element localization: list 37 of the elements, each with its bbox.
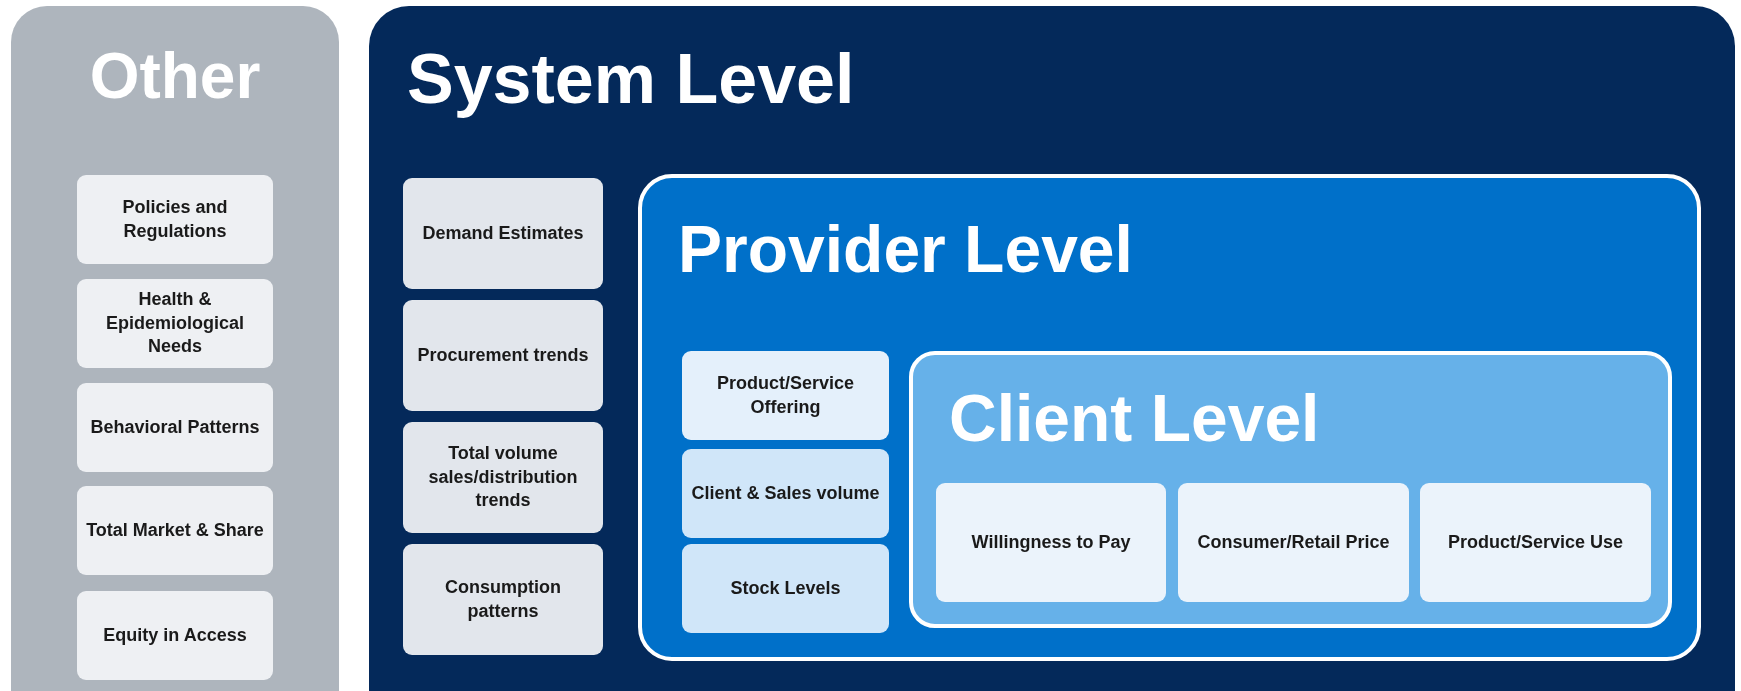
card-label: Procurement trends bbox=[416, 343, 590, 367]
level-panel bbox=[369, 6, 1735, 691]
panel-title: Other bbox=[88, 44, 262, 108]
card-label: Equity in Access bbox=[102, 623, 248, 647]
category-card bbox=[403, 544, 603, 655]
category-card bbox=[77, 383, 273, 472]
category-card bbox=[403, 300, 603, 411]
card-label: Client & Sales volume bbox=[690, 481, 881, 505]
card-label: Stock Levels bbox=[729, 576, 842, 600]
category-card bbox=[682, 351, 889, 440]
category-card bbox=[77, 279, 273, 368]
category-card bbox=[936, 483, 1166, 602]
category-card bbox=[77, 175, 273, 264]
category-card bbox=[403, 178, 603, 289]
card-label: Demand Estimates bbox=[421, 221, 585, 245]
card-label: Product/Service Use bbox=[1446, 530, 1625, 554]
card-label: Product/Service Offering bbox=[715, 372, 856, 419]
card-label: Consumer/Retail Price bbox=[1196, 530, 1391, 554]
category-card bbox=[403, 422, 603, 533]
card-label: Total volume sales/distribution trends bbox=[427, 442, 579, 513]
category-card bbox=[1178, 483, 1409, 602]
category-card bbox=[1420, 483, 1651, 602]
panel-title: Provider Level bbox=[678, 216, 1133, 282]
category-card bbox=[682, 449, 889, 538]
category-card bbox=[682, 544, 889, 633]
card-label: Consumption patterns bbox=[444, 576, 562, 623]
card-label: Policies and Regulations bbox=[121, 196, 229, 243]
card-label: Health & Epidemiological Needs bbox=[105, 288, 245, 359]
card-label: Willingness to Pay bbox=[970, 530, 1132, 554]
card-label: Behavioral Patterns bbox=[89, 415, 261, 439]
category-card bbox=[77, 591, 273, 680]
panel-title: Client Level bbox=[949, 385, 1320, 451]
level-panel bbox=[638, 174, 1701, 661]
level-panel bbox=[909, 351, 1672, 628]
level-panel bbox=[11, 6, 339, 691]
category-card bbox=[77, 486, 273, 575]
card-label: Total Market & Share bbox=[85, 518, 265, 542]
